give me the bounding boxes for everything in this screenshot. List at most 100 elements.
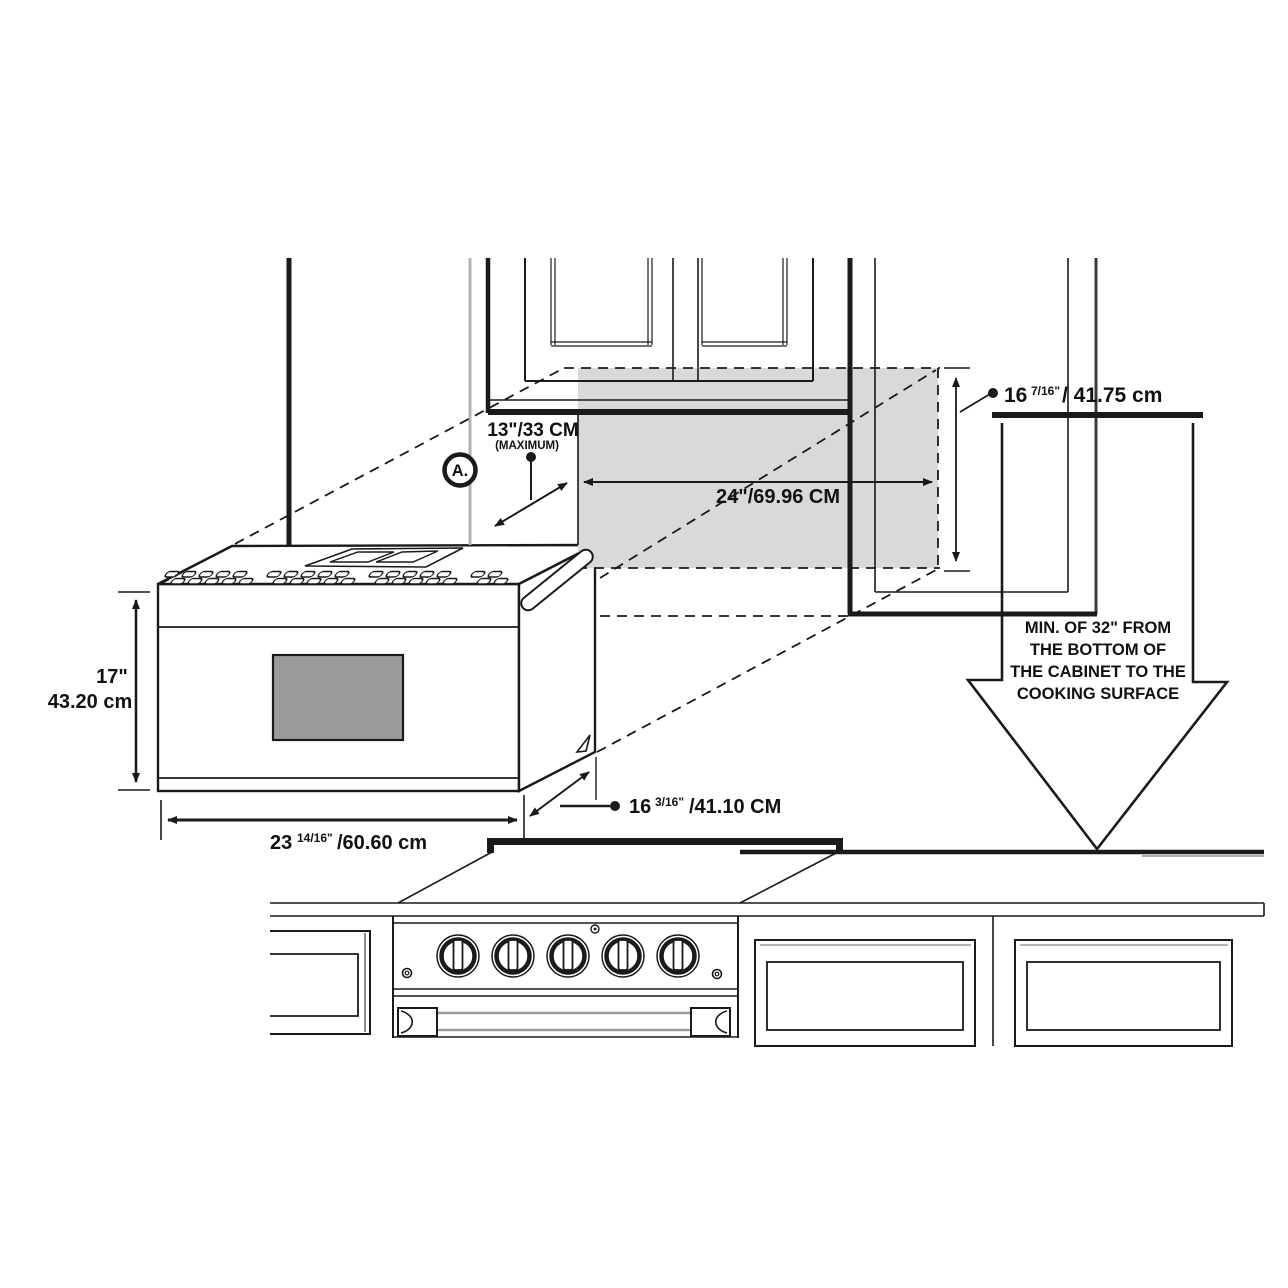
range [392, 916, 739, 1038]
panel-screw-left [401, 967, 413, 979]
callout-a-label: A. [452, 462, 469, 480]
microwave-depth-frac: 3/16" [655, 795, 684, 809]
range-backguard-bar [487, 838, 843, 853]
vent-louver [221, 577, 237, 585]
vent-louver [487, 570, 503, 578]
opening-width-label: 24"/69.96 CM [716, 486, 840, 508]
dimension-microwave-depth: 16 3/16" /41.10 CM [529, 757, 781, 818]
opening-height-frac: 7/16" [1031, 384, 1060, 398]
range-knob [436, 934, 480, 978]
range-knob [656, 934, 700, 978]
microwave-width-frac: 14/16" [297, 831, 333, 845]
vent-louver [419, 570, 435, 578]
handle-mount-left-curve [400, 1010, 414, 1034]
cooktop-right-edge [739, 851, 839, 904]
knob-outer-ring [436, 934, 480, 978]
leader-bullet [988, 388, 998, 398]
handle-mount-left [397, 1007, 438, 1037]
vent-louver [385, 570, 401, 578]
wall-cabinet-right [847, 258, 1098, 617]
vent-louver [323, 577, 339, 585]
vent-louver [317, 570, 333, 578]
clearance-note-line1: MIN. OF 32" FROM [1025, 619, 1171, 637]
vent-louver [374, 577, 390, 585]
vent-louver [306, 577, 322, 585]
microwave-door-window [271, 653, 405, 742]
wall-cabinets [286, 258, 1098, 617]
panel-screw-right [711, 968, 723, 980]
vent-louver [283, 570, 299, 578]
vent-louver [391, 577, 407, 585]
knob-stem [562, 939, 574, 971]
dimension-opening-width: 24"/69.96 CM [583, 478, 933, 508]
microwave-height-inches: 17" [96, 666, 128, 688]
microwave-top-plate-slot-left [329, 551, 395, 563]
clearance-note-line3: THE CABINET TO THE [1010, 663, 1186, 681]
down-arrow-outline [965, 423, 1230, 852]
vent-louver [232, 570, 248, 578]
microwave-height-cm: 43.20 cm [48, 691, 133, 713]
projection-top-left [159, 367, 565, 585]
microwave-width-whole: 23 [270, 832, 292, 854]
vent-louver [368, 570, 384, 578]
base-drawer-middle-inner [766, 961, 964, 1031]
igniter-light [590, 924, 600, 934]
knob-stem [672, 939, 684, 971]
range-knob [601, 934, 645, 978]
vent-louver [272, 577, 288, 585]
vent-louver [198, 570, 214, 578]
panel-screw-left-center [404, 970, 410, 976]
callout-a: A. [442, 452, 478, 488]
knob-stem [617, 939, 629, 971]
knob-stem [452, 939, 464, 971]
dimension-microwave-width: 23 14/16" /60.60 cm [160, 795, 525, 854]
cooktop-left-edge [397, 851, 493, 904]
vent-louver [204, 577, 220, 585]
vent-louver [402, 570, 418, 578]
max-depth-sublabel: (MAXIMUM) [495, 440, 559, 452]
range-knob [491, 934, 535, 978]
microwave [156, 543, 597, 793]
vent-louver [340, 577, 356, 585]
vent-louver [181, 570, 197, 578]
base-drawer-left-inner [270, 953, 359, 1017]
vent-louver [476, 577, 492, 585]
vent-louver [408, 577, 424, 585]
base-drawer-right-inner [1026, 961, 1221, 1031]
microwave-width-rest: /60.60 cm [337, 832, 427, 854]
knob-stem [507, 939, 519, 971]
callout-a-circle [442, 452, 478, 488]
vent-louver [266, 570, 282, 578]
base-drawer-left-outer [270, 930, 371, 1035]
vent-louver [170, 577, 186, 585]
dimension-opening-height: 16 7/16" / 41.75 cm [944, 367, 1203, 572]
clearance-note-line2: THE BOTTOM OF [1030, 641, 1166, 659]
wall-cabinet-left [485, 258, 850, 415]
down-arrow-callout: MIN. OF 32" FROM THE BOTTOM OF THE CABIN… [965, 423, 1230, 852]
mounting-area [560, 367, 940, 569]
projection-dashed-lines [159, 367, 937, 753]
vent-louver [493, 577, 509, 585]
vent-louver [442, 577, 458, 585]
annotation-max-depth: 13"/33 CM (MAXIMUM) [487, 420, 579, 527]
vent-louver [289, 577, 305, 585]
range-knob [546, 934, 590, 978]
microwave-handle [520, 548, 594, 612]
vent-louver [238, 577, 254, 585]
range-knobs [436, 934, 700, 978]
vent-louver [300, 570, 316, 578]
microwave-corner-bracket [575, 734, 591, 754]
microwave-side-face [517, 543, 597, 793]
clearance-note-line4: COOKING SURFACE [1017, 685, 1179, 703]
vent-louver [470, 570, 486, 578]
leader-line [959, 393, 991, 413]
leader-bullet [610, 801, 620, 811]
vent-louver [436, 570, 452, 578]
vent-louver [187, 577, 203, 585]
panel-screw-right-center [714, 971, 720, 977]
igniter-light-dot [593, 927, 597, 931]
backguard-bar-left-cap [487, 838, 494, 853]
opening-height-whole: 16 [1004, 384, 1027, 407]
knob-outer-ring [656, 934, 700, 978]
